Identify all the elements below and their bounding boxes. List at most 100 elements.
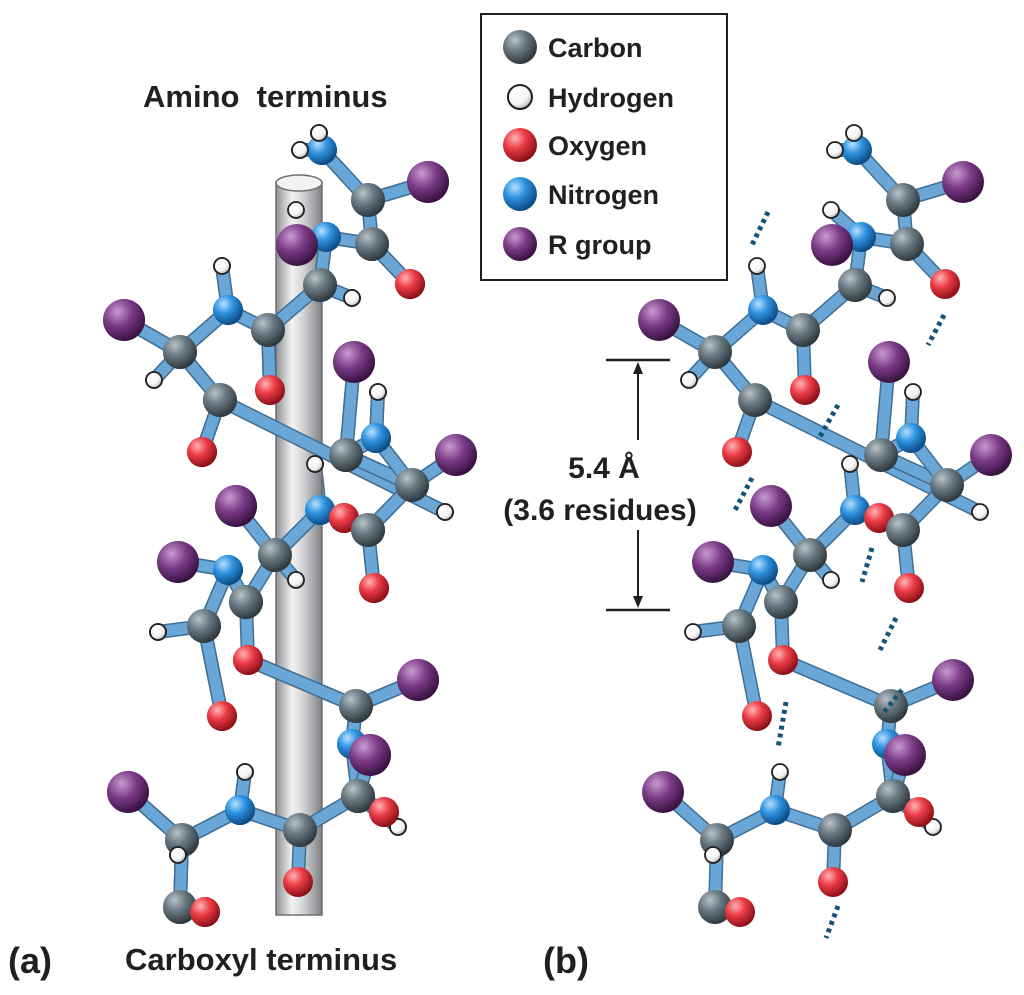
r-group-atom (397, 659, 439, 701)
carbon-atom (203, 383, 237, 417)
carbon-atom (764, 585, 798, 619)
legend-item-r-group: R group (503, 227, 651, 261)
r-group-atom (750, 485, 792, 527)
carbon-atom (786, 313, 820, 347)
carbon-atom (283, 813, 317, 847)
carbon-atom (163, 335, 197, 369)
oxygen-atom (725, 897, 755, 927)
nitrogen-atom (748, 295, 778, 325)
carbon-atom (722, 609, 756, 643)
carbon-atom (341, 779, 375, 813)
legend-label: Carbon (548, 33, 643, 63)
oxygen-atom (187, 437, 217, 467)
hydrogen-atom (878, 289, 896, 307)
hydrogen-bonds (731, 210, 947, 939)
hydrogen-atom (841, 455, 859, 473)
r-group-atom (642, 771, 684, 813)
r-group-atom (276, 224, 318, 266)
pitch-label: 5.4 Å (568, 452, 640, 485)
carbon-atom (351, 183, 385, 217)
hydrogen-atom (822, 201, 840, 219)
r-group-atom (942, 161, 984, 203)
carbon-atom (930, 468, 964, 502)
oxygen-atom (207, 701, 237, 731)
r-group-atom (435, 434, 477, 476)
hydrogen-atom (680, 371, 698, 389)
oxygen-atom (395, 269, 425, 299)
hydrogen-atom (845, 124, 863, 142)
r-group-atom (215, 485, 257, 527)
hydrogen-atom (149, 623, 167, 641)
hydrogen-bond-dash (775, 701, 789, 749)
legend-label: R group (548, 230, 651, 260)
r-group-atom (103, 299, 145, 341)
hydrogen-atom (287, 201, 305, 219)
hydrogen-atom (826, 141, 844, 159)
carboxyl-terminus-label: Carboxyl terminus (125, 942, 397, 977)
hydrogen-bond-dash (877, 616, 899, 652)
legend-item-carbon: Carbon (503, 30, 643, 64)
nitrogen-atom (896, 423, 926, 453)
oxygen-atom (818, 867, 848, 897)
legend: Carbon Hydrogen Oxygen Nitrogen R group (480, 13, 728, 281)
r-group-atom (407, 161, 449, 203)
r-group-atom (932, 659, 974, 701)
oxygen-atom (864, 503, 894, 533)
carbon-atom (351, 513, 385, 547)
oxygen-atom (233, 645, 263, 675)
legend-label: Oxygen (548, 131, 647, 161)
r-group-atom (107, 771, 149, 813)
nitrogen-atom (311, 222, 341, 252)
bond (242, 654, 362, 712)
hydrogen-atom (684, 623, 702, 641)
oxygen-atom (190, 897, 220, 927)
oxygen-atom (768, 645, 798, 675)
nitrogen-atom (760, 795, 790, 825)
hydrogen-atom (369, 383, 387, 401)
nitrogen-atom (305, 495, 335, 525)
panel-a-helix (103, 124, 477, 927)
carbon-atom (698, 335, 732, 369)
helix-front-atoms (103, 124, 477, 927)
legend-item-oxygen: Oxygen (503, 128, 647, 162)
carbon-atom (395, 468, 429, 502)
carbon-atom (339, 689, 373, 723)
oxygen-atom (894, 573, 924, 603)
r-group-atom (692, 541, 734, 583)
nitrogen-swatch (503, 177, 537, 211)
hydrogen-bond-dash (731, 476, 755, 514)
hydrogen-atom (169, 846, 187, 864)
hydrogen-bond-dash (749, 210, 771, 247)
hydrogen-atom (822, 571, 840, 589)
legend-label: Nitrogen (548, 180, 659, 210)
hydrogen-atom (306, 455, 324, 473)
carbon-atom (303, 268, 337, 302)
nitrogen-atom (748, 555, 778, 585)
rod-top (275, 174, 323, 192)
hydrogen-bond-dash (859, 547, 875, 583)
carbon-atom (864, 438, 898, 472)
oxygen-atom (255, 375, 285, 405)
hydrogen-atom (971, 503, 989, 521)
carbon-atom (890, 227, 924, 261)
carbon-atom (251, 313, 285, 347)
nitrogen-atom (361, 423, 391, 453)
oxygen-atom (742, 701, 772, 731)
r-group-atom (333, 341, 375, 383)
oxygen-atom (283, 867, 313, 897)
legend-label: Hydrogen (548, 83, 674, 113)
legend-item-hydrogen: Hydrogen (507, 83, 674, 113)
oxygen-atom (790, 375, 820, 405)
hydrogen-bond-dash (823, 905, 841, 939)
carbon-swatch (503, 30, 537, 64)
carbon-atom (258, 538, 292, 572)
carbon-atom (886, 513, 920, 547)
r-group-atom (970, 434, 1012, 476)
oxygen-atom (369, 797, 399, 827)
nitrogen-atom (307, 135, 337, 165)
r-group-atom (638, 299, 680, 341)
hydrogen-atom (291, 141, 309, 159)
hydrogen-bond-dash (815, 403, 841, 442)
amino-terminus-label: Amino terminus (143, 79, 388, 114)
bond (777, 654, 897, 712)
